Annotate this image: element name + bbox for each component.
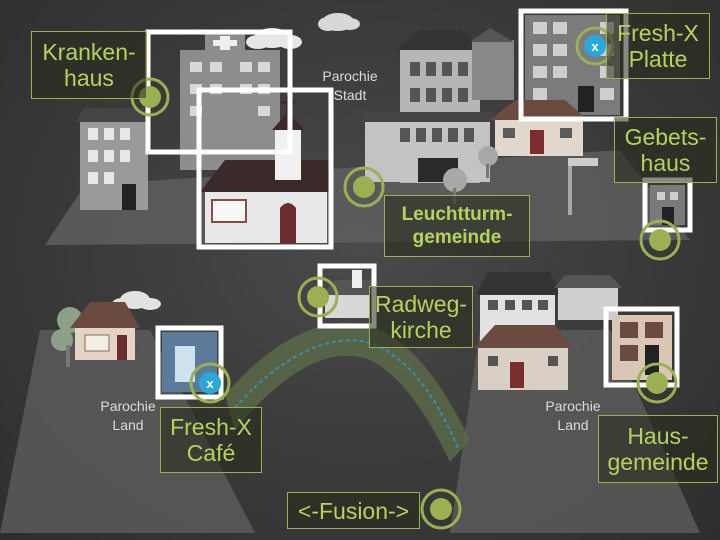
marker-hausgemeinde: [636, 362, 678, 404]
label-krankenhaus: Kranken- haus: [31, 31, 147, 99]
land-left-ground: [0, 330, 255, 533]
marker-gebetshaus: [639, 219, 681, 261]
area-label-land-right: Parochie Land: [545, 398, 601, 433]
label-freshx-platte: Fresh-X Platte: [606, 13, 710, 79]
cloud-icon: [318, 13, 360, 31]
tree: [51, 307, 83, 367]
frame-leuchtturm: [196, 87, 334, 250]
label-hausgemeinde: Haus- gemeinde: [598, 415, 718, 483]
marker-leuchtturm: [343, 166, 385, 208]
river-path: [225, 322, 470, 462]
label-freshx-cafe: Fresh-X Café: [160, 407, 262, 473]
street-lamp: [568, 158, 598, 215]
label-fusion: <-Fusion->: [287, 492, 420, 529]
town-hall-building: [362, 30, 494, 183]
area-label-land-left: Parochie Land: [100, 398, 156, 433]
prayer-house-building: [650, 185, 685, 225]
label-leuchtturmgemeinde: Leuchtturm- gemeinde: [384, 195, 530, 257]
label-gebetshaus: Gebets- haus: [614, 117, 717, 183]
house: [490, 100, 588, 156]
row-house: [76, 108, 152, 210]
tree: [478, 146, 498, 178]
label-radwegkirche: Radweg- kirche: [369, 286, 473, 348]
frame-hausgemeinde: [603, 306, 680, 388]
country-house: [70, 302, 140, 360]
area-label-stadt: Parochie Stadt: [322, 68, 378, 103]
frame-cafe: [155, 325, 224, 400]
x-mark-icon: x: [189, 362, 231, 404]
village-houses: [474, 272, 622, 390]
svg-text:x: x: [206, 376, 214, 391]
hospital-building: [180, 32, 280, 170]
tower-building: [470, 28, 514, 100]
cafe-building: [162, 332, 217, 392]
white-church: [200, 96, 330, 243]
marker-radweg: [297, 276, 339, 318]
marker-fusion: [420, 488, 462, 530]
svg-text:x: x: [591, 39, 599, 54]
